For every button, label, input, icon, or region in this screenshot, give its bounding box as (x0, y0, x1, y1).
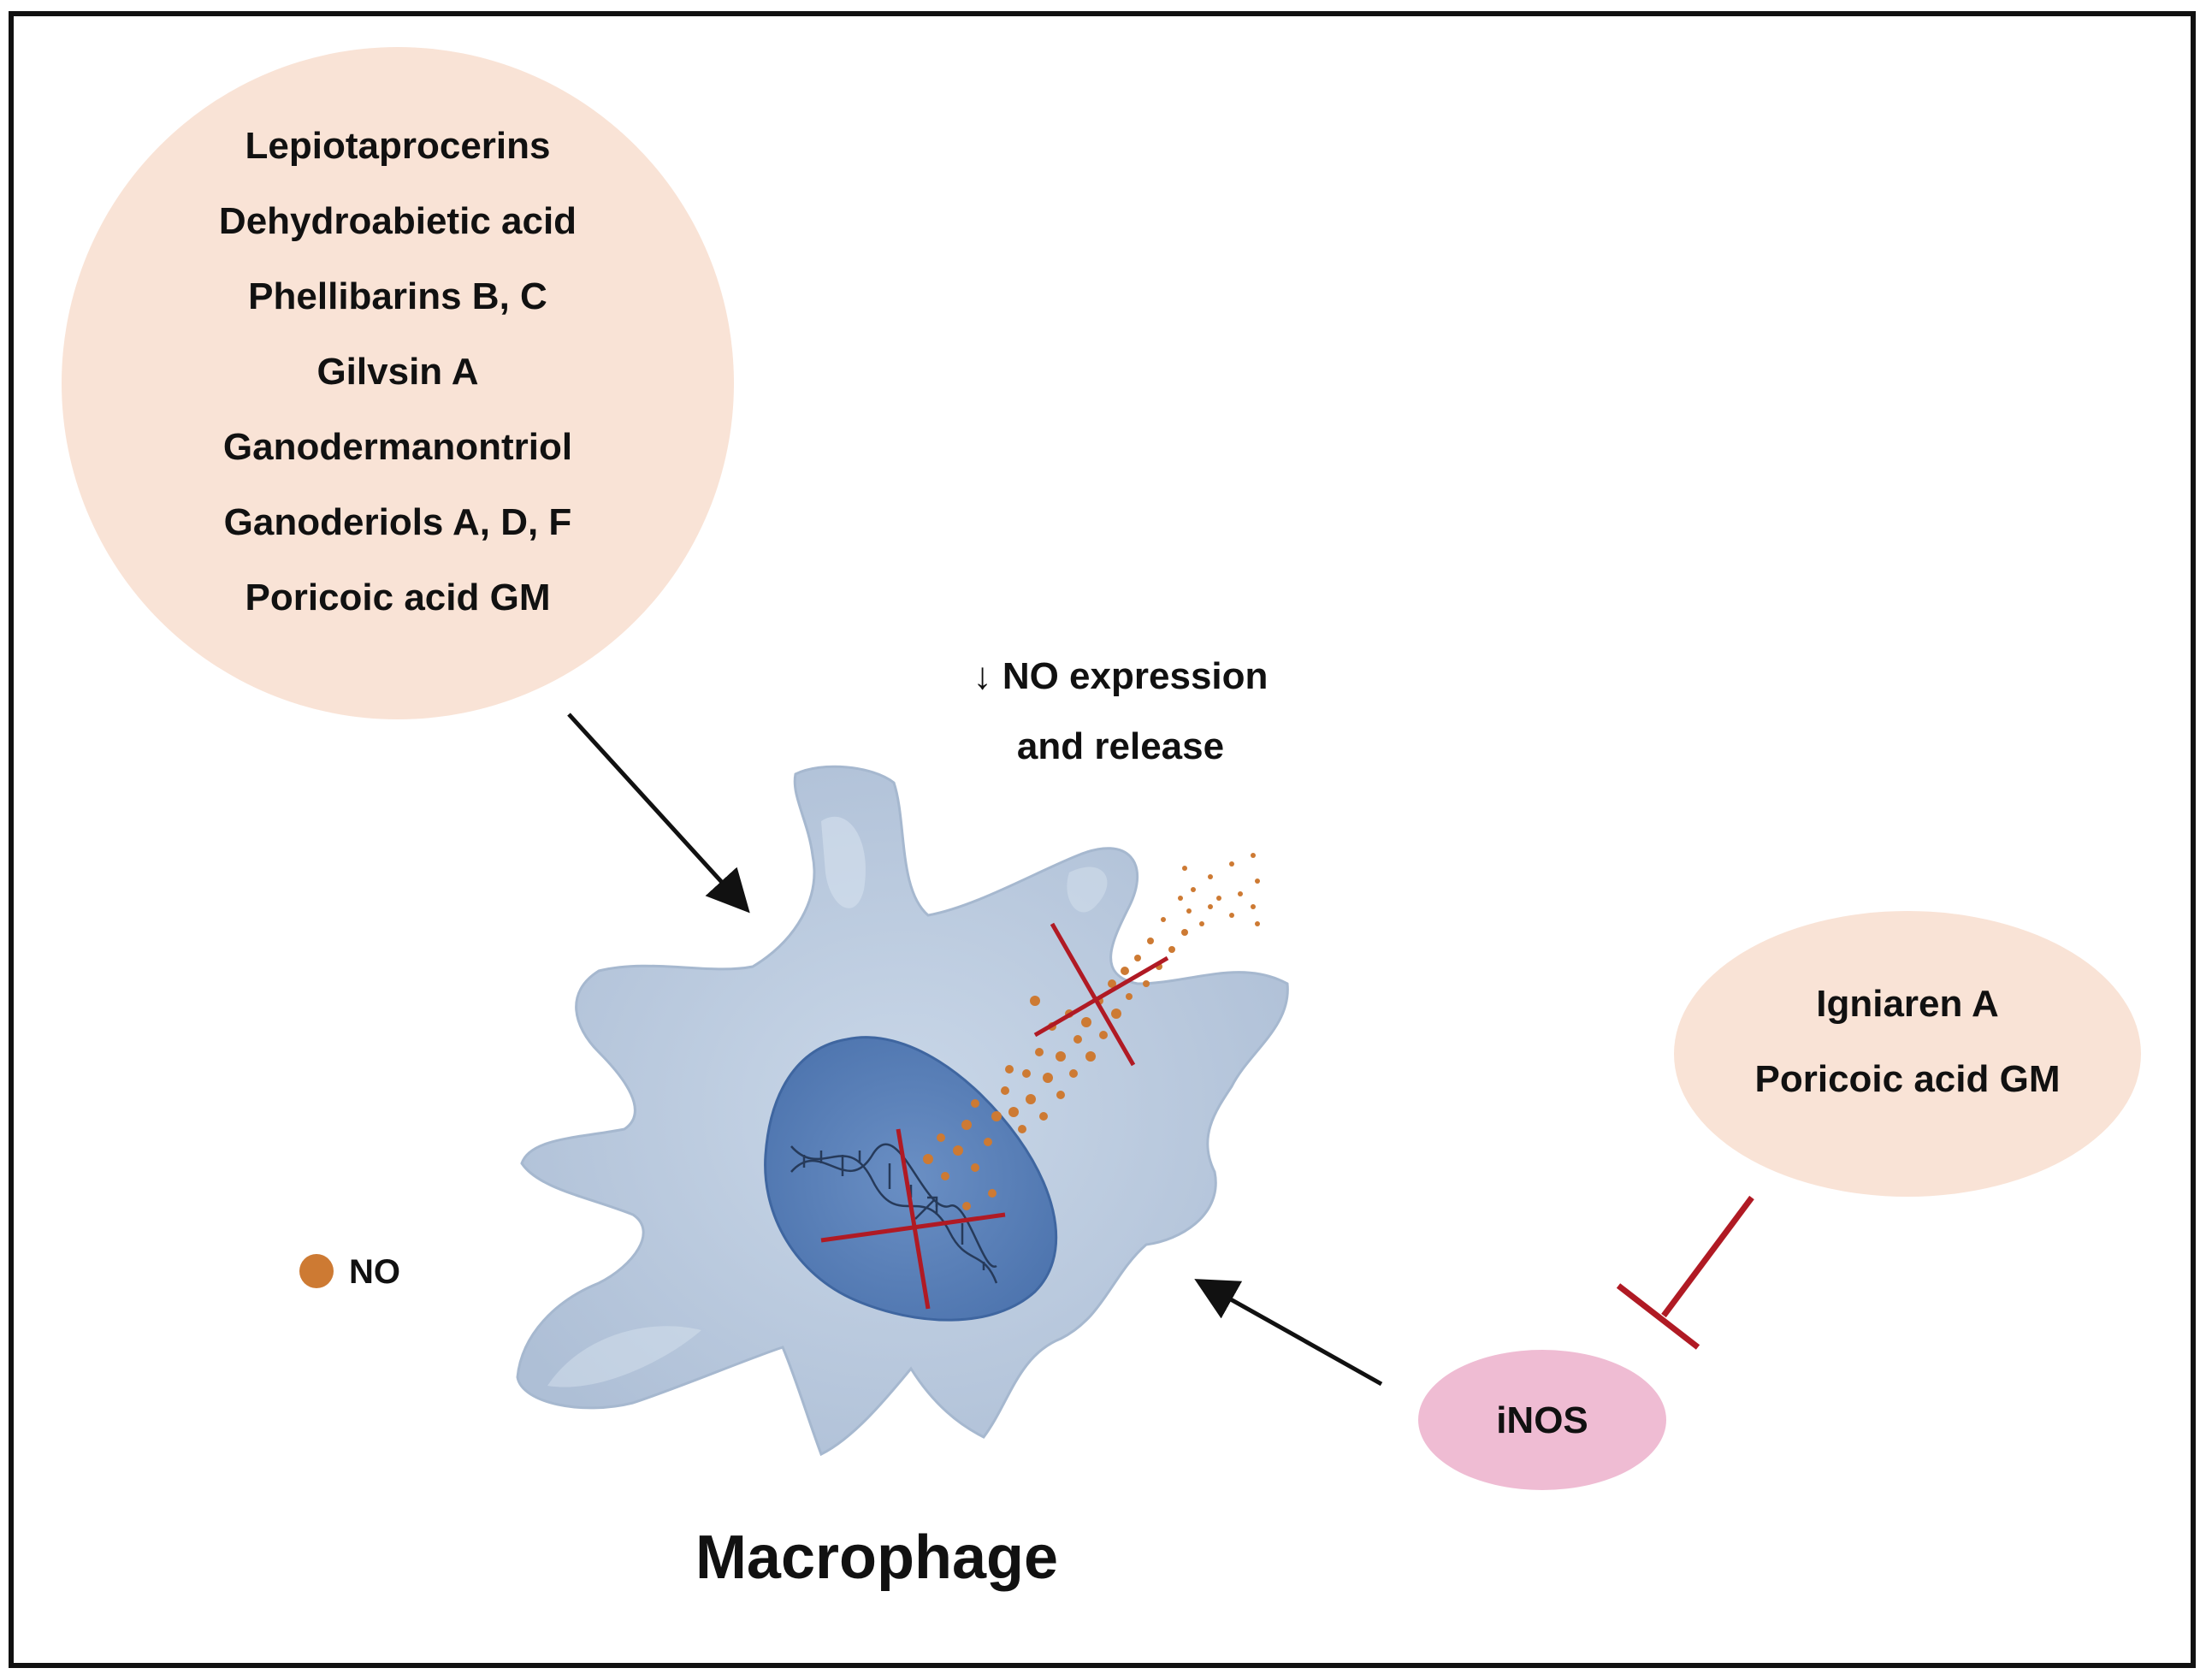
compound-top-4: Gilvsin A (316, 351, 478, 393)
compound-bubble-right (1674, 911, 2141, 1197)
inhibition-cross-nucleus (820, 1128, 1006, 1310)
effect-label-line2: and release (1017, 725, 1224, 767)
transcription-arrowhead-icon (927, 1196, 938, 1207)
compound-top-5: Ganodermanontriol (223, 426, 572, 468)
cell-pseudopod-shade-3 (1067, 867, 1108, 913)
figure-frame (9, 11, 2196, 1668)
compound-bubble-top (62, 47, 734, 719)
macrophage-label: Macrophage (695, 1523, 1058, 1592)
arrow-compounds-to-cell (567, 713, 750, 914)
compound-right-2: Poricoic acid GM (1755, 1058, 2061, 1100)
inhibition-cross-release (1033, 922, 1169, 1067)
cell-pseudopod-shade-1 (821, 816, 866, 908)
compound-top-3: Phellibarins B, C (248, 275, 547, 317)
effect-label-line1: ↓ NO expression (973, 655, 1269, 697)
compound-top-7: Poricoic acid GM (245, 577, 551, 618)
compound-right-1: Igniaren A (1816, 983, 1999, 1025)
nucleus (764, 1036, 1058, 1322)
inhibition-bar-inos (1616, 1195, 1754, 1350)
compound-top-6: Ganoderiols A, D, F (224, 501, 572, 543)
no-particles (923, 853, 1260, 1210)
transcription-arrow-icon (914, 1198, 936, 1220)
legend-no-dot (299, 1254, 334, 1288)
inos-label: iNOS (1496, 1399, 1588, 1441)
arrow-inos-to-cell (1194, 1279, 1383, 1387)
inos-bubble (1418, 1350, 1666, 1490)
legend-no-label: NO (349, 1253, 400, 1291)
compound-top-2: Dehydroabietic acid (219, 200, 577, 242)
cell-pseudopod-shade-2 (547, 1326, 701, 1387)
dna-helix-icon (790, 1143, 998, 1284)
compound-top-1: Lepiotaprocerins (245, 125, 551, 167)
